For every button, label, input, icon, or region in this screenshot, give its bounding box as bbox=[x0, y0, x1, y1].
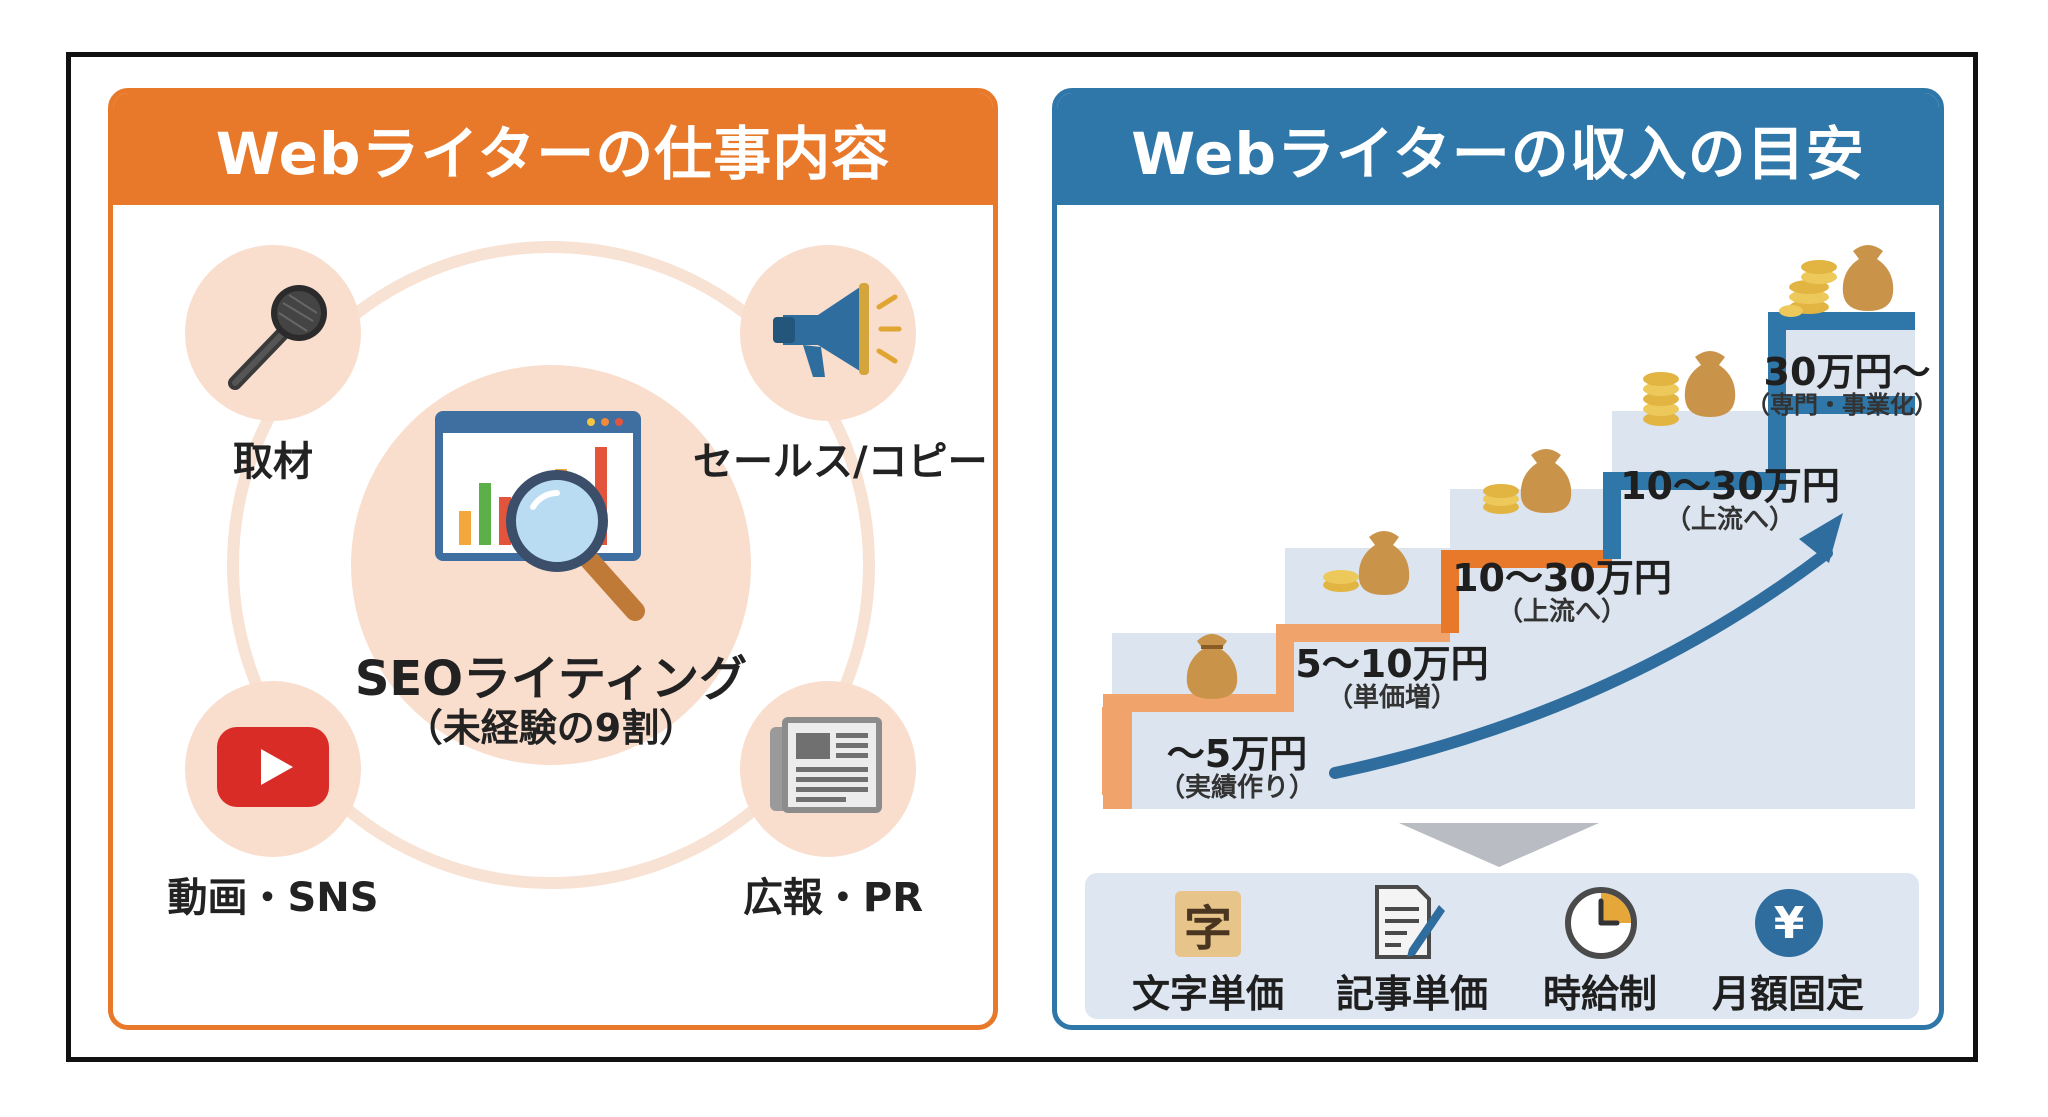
work-content-panel: Webライターの仕事内容 取材 セールス/コピー bbox=[108, 88, 998, 1030]
pay-type-monthly-fixed: 月額固定 bbox=[1711, 972, 1864, 1016]
seo-writing-title: SEOライティング bbox=[354, 651, 748, 707]
step-1-amount: 〜5万円 bbox=[1166, 732, 1308, 776]
pay-type-per-article: 記事単価 bbox=[1335, 972, 1488, 1016]
item-label-interview: 取材 bbox=[233, 439, 313, 485]
character-icon: 字 bbox=[1175, 891, 1241, 957]
pay-type-per-character: 文字単価 bbox=[1131, 972, 1284, 1016]
yen-icon: ¥ bbox=[1755, 889, 1823, 957]
newspaper-icon bbox=[770, 717, 882, 813]
money-bag-coins-icon bbox=[1483, 449, 1572, 514]
microphone-icon bbox=[228, 285, 327, 390]
pay-type-hourly: 時給制 bbox=[1542, 972, 1657, 1016]
income-guide-title: Webライターの収入の目安 bbox=[1057, 93, 1939, 205]
step-5-note: （専門・事業化） bbox=[1746, 391, 1938, 419]
step-4-note: （上流へ） bbox=[1664, 505, 1795, 535]
step-2-note: （単価増） bbox=[1326, 683, 1457, 713]
step-3-amount: 10〜30万円 bbox=[1452, 556, 1672, 600]
money-bag-coin-stack-icon bbox=[1643, 351, 1736, 426]
clock-icon bbox=[1565, 887, 1637, 959]
step-4-amount: 10〜30万円 bbox=[1620, 464, 1840, 508]
money-bags-pile-icon bbox=[1779, 245, 1894, 317]
money-bag-coin-icon bbox=[1323, 531, 1410, 595]
item-label-sales-copy: セールス/コピー bbox=[693, 439, 988, 485]
video-play-icon bbox=[217, 727, 329, 807]
income-staircase bbox=[1102, 312, 1915, 809]
pay-type-strip: 字 文字単価 記事単価 時給制 ¥ 月額固定 bbox=[1085, 873, 1919, 1019]
item-label-pr: 広報・PR bbox=[742, 875, 924, 921]
article-edit-icon bbox=[1375, 885, 1445, 959]
step-3-note: （上流へ） bbox=[1496, 597, 1627, 627]
work-content-title: Webライターの仕事内容 bbox=[113, 93, 993, 205]
outer-frame bbox=[66, 52, 1978, 1062]
seo-analytics-icon bbox=[435, 411, 645, 621]
money-bag-icon bbox=[1186, 634, 1238, 699]
down-arrow-icon bbox=[1399, 823, 1599, 867]
income-guide-panel: Webライターの収入の目安 bbox=[1052, 88, 1944, 1030]
item-label-video-sns: 動画・SNS bbox=[167, 875, 379, 921]
step-5-amount: 30万円〜 bbox=[1763, 350, 1931, 394]
step-2-amount: 5〜10万円 bbox=[1295, 642, 1489, 686]
seo-writing-subtitle: （未経験の9割） bbox=[404, 706, 698, 750]
megaphone-icon bbox=[773, 283, 902, 377]
step-1-note: （実績作り） bbox=[1158, 773, 1315, 803]
